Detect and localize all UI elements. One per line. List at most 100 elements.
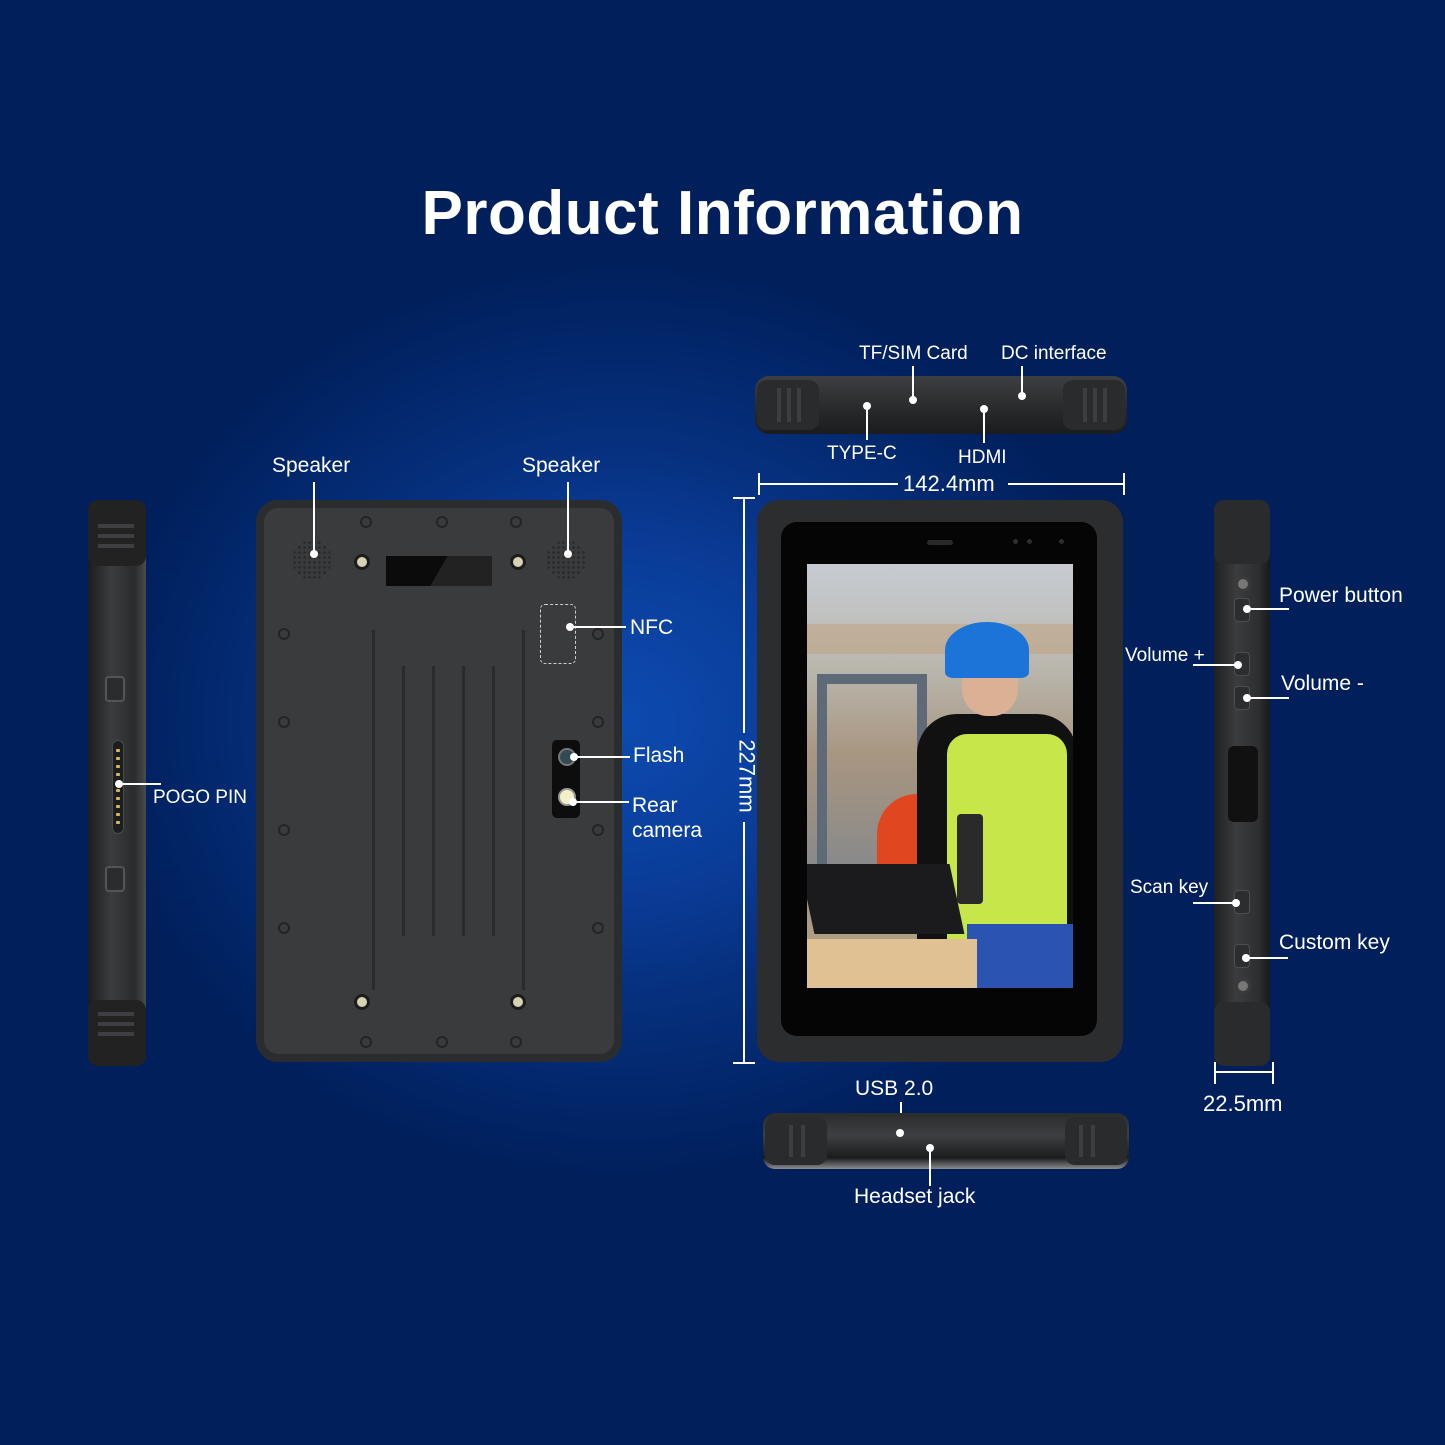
dimension-line	[743, 497, 745, 733]
screw	[510, 554, 526, 570]
grip-rib	[98, 534, 134, 538]
callout-line	[567, 482, 569, 554]
screw	[354, 994, 370, 1010]
display-bezel	[781, 522, 1097, 1036]
callout-line	[1247, 697, 1289, 699]
corner-bumper	[1214, 1002, 1270, 1066]
screen-image-warehouse-worker	[807, 564, 1073, 988]
corner-bumper	[765, 1117, 827, 1165]
corner-bumper	[1063, 380, 1125, 430]
corner-bumper	[1214, 500, 1270, 564]
front-view	[757, 500, 1123, 1062]
speaker-grille-left	[292, 540, 332, 580]
grip-rib	[98, 1022, 134, 1026]
hardhat	[945, 622, 1029, 678]
callout-dot	[310, 550, 318, 558]
groove	[402, 666, 405, 936]
hole	[436, 1036, 448, 1048]
sensor	[1013, 539, 1018, 544]
screw	[1235, 978, 1251, 994]
callout-line	[1247, 608, 1289, 610]
groove	[462, 666, 465, 936]
laptop	[807, 864, 965, 934]
callout-dot	[896, 1129, 904, 1137]
hole	[278, 824, 290, 836]
callout-line	[983, 409, 985, 443]
screw	[354, 554, 370, 570]
screw	[1235, 576, 1251, 592]
corner-bumper	[88, 500, 146, 566]
hole	[278, 716, 290, 728]
label-headset-jack: Headset jack	[854, 1185, 976, 1208]
dimension-tick	[1123, 473, 1125, 495]
grip-rib	[98, 1032, 134, 1036]
label-type-c: TYPE-C	[827, 443, 897, 464]
bottom-edge-view	[763, 1113, 1129, 1169]
cardboard-box	[807, 939, 977, 988]
top-edge-view	[755, 376, 1127, 434]
corner-bumper	[88, 1000, 146, 1066]
hole	[360, 516, 372, 528]
corner-bumper	[1065, 1117, 1127, 1165]
groove	[372, 630, 375, 990]
callout-dot	[564, 550, 572, 558]
label-speaker-right: Speaker	[522, 454, 601, 477]
callout-line	[1246, 957, 1288, 959]
dimension-height: 227mm	[734, 739, 760, 813]
callout-dot	[909, 396, 917, 404]
hole	[592, 716, 604, 728]
callout-line	[570, 626, 626, 628]
dimension-line	[743, 822, 745, 1063]
callout-dot	[1234, 661, 1242, 669]
callout-line	[1193, 664, 1238, 666]
label-rear-camera-line2: camera	[632, 819, 703, 842]
hole	[510, 516, 522, 528]
grip-rib	[98, 1012, 134, 1016]
callout-dot	[1018, 392, 1026, 400]
dimension-tick	[1214, 1062, 1216, 1084]
page-title: Product Information	[421, 179, 1024, 248]
dimension-tick	[1272, 1062, 1274, 1084]
callout-line	[119, 783, 161, 785]
label-rear-camera: Rear	[632, 794, 678, 817]
groove	[522, 630, 525, 990]
dimension-thickness: 22.5mm	[1203, 1091, 1283, 1116]
dimension-width: 142.4mm	[903, 471, 995, 496]
hole	[360, 1036, 372, 1048]
dimension-line	[1214, 1071, 1274, 1073]
corner-bumper	[757, 380, 819, 430]
label-tf-sim-card: TF/SIM Card	[859, 343, 968, 364]
grip-rib	[98, 524, 134, 528]
label-power-button: Power button	[1279, 584, 1403, 607]
side-port	[105, 676, 125, 702]
label-speaker-left: Speaker	[272, 454, 351, 477]
label-flash: Flash	[633, 744, 685, 767]
hole	[592, 628, 604, 640]
label-usb: USB 2.0	[855, 1077, 934, 1100]
dimension-line	[1008, 483, 1124, 485]
callout-dot	[1232, 899, 1240, 907]
label-scan-key: Scan key	[1130, 877, 1209, 898]
back-view	[256, 500, 622, 1062]
callout-line	[574, 756, 630, 758]
camera-module	[552, 740, 580, 818]
callout-line	[313, 482, 315, 554]
groove	[492, 666, 495, 936]
callout-line	[866, 406, 868, 440]
earpiece	[927, 540, 953, 545]
side-port	[105, 866, 125, 892]
callout-line	[1193, 902, 1236, 904]
callout-line	[929, 1148, 931, 1186]
screw	[510, 994, 526, 1010]
label-nfc: NFC	[630, 616, 674, 639]
front-camera	[1059, 539, 1064, 544]
label-volume-up: Volume +	[1125, 645, 1205, 666]
label-pogo-pin: POGO PIN	[153, 787, 247, 808]
grip-rib	[98, 544, 134, 548]
handheld-scanner	[957, 814, 983, 904]
callout-line	[573, 801, 629, 803]
hole	[436, 516, 448, 528]
hole	[278, 922, 290, 934]
dimension-line	[758, 483, 898, 485]
